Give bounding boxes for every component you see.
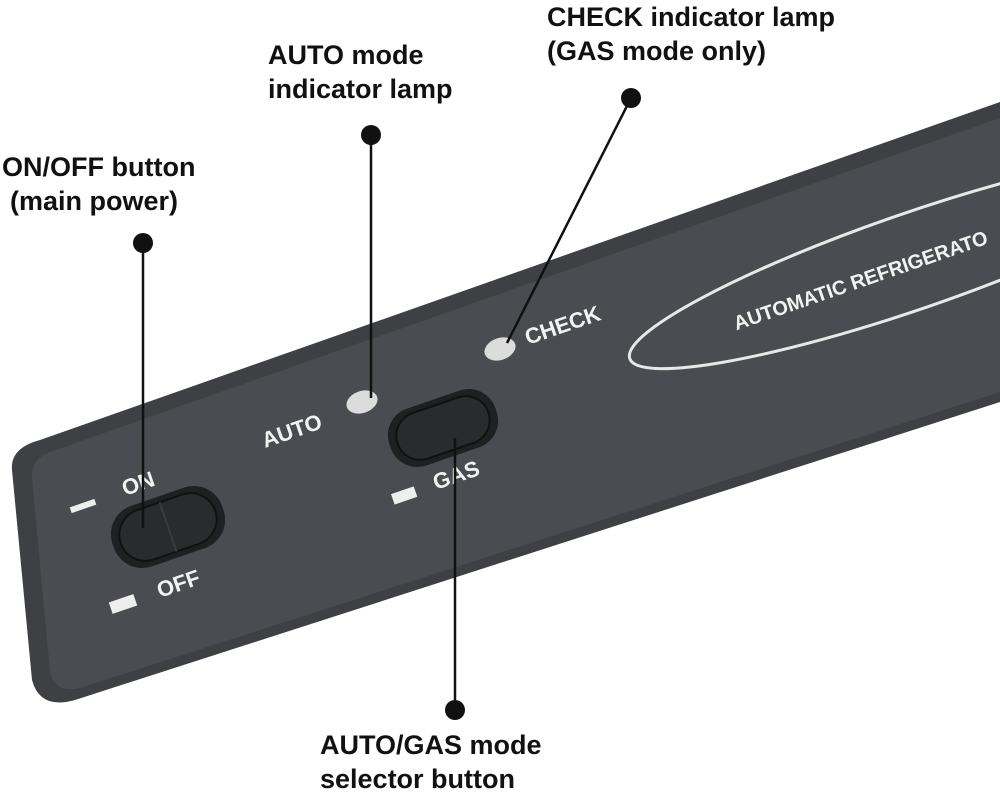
on-position-icon bbox=[69, 498, 97, 514]
onoff-callout-dot bbox=[133, 233, 153, 253]
auto-gas-selector-switch[interactable] bbox=[390, 390, 496, 467]
gas-position-icon bbox=[391, 486, 418, 505]
auto-lamp-callout-dot bbox=[361, 125, 381, 145]
selector-callout: AUTO/GAS mode selector button bbox=[320, 728, 542, 796]
selector-callout-line1: AUTO/GAS mode bbox=[320, 730, 542, 760]
off-position-icon bbox=[108, 594, 138, 614]
check-lamp-callout-dot bbox=[621, 88, 641, 108]
auto-lamp-callout-line2: indicator lamp bbox=[268, 74, 453, 104]
control-panel-face bbox=[31, 118, 1000, 690]
onoff-callout-line1: ON/OFF button bbox=[2, 152, 196, 182]
check-lamp-callout-line1: CHECK indicator lamp bbox=[547, 2, 836, 32]
check-lamp-callout: CHECK indicator lamp (GAS mode only) bbox=[547, 0, 835, 68]
check-lamp-callout-line2: (GAS mode only) bbox=[547, 36, 767, 66]
auto-lamp-callout-line1: AUTO mode bbox=[268, 40, 424, 70]
selector-callout-dot bbox=[445, 700, 465, 720]
brand-oval bbox=[627, 151, 1000, 371]
onoff-callout-line2: (main power) bbox=[10, 186, 179, 216]
onoff-callout: ON/OFF button (main power) bbox=[2, 150, 195, 218]
check-lamp-leader-line bbox=[505, 97, 633, 344]
auto-lamp-callout: AUTO mode indicator lamp bbox=[268, 38, 453, 106]
selector-callout-line2: selector button bbox=[320, 764, 516, 794]
